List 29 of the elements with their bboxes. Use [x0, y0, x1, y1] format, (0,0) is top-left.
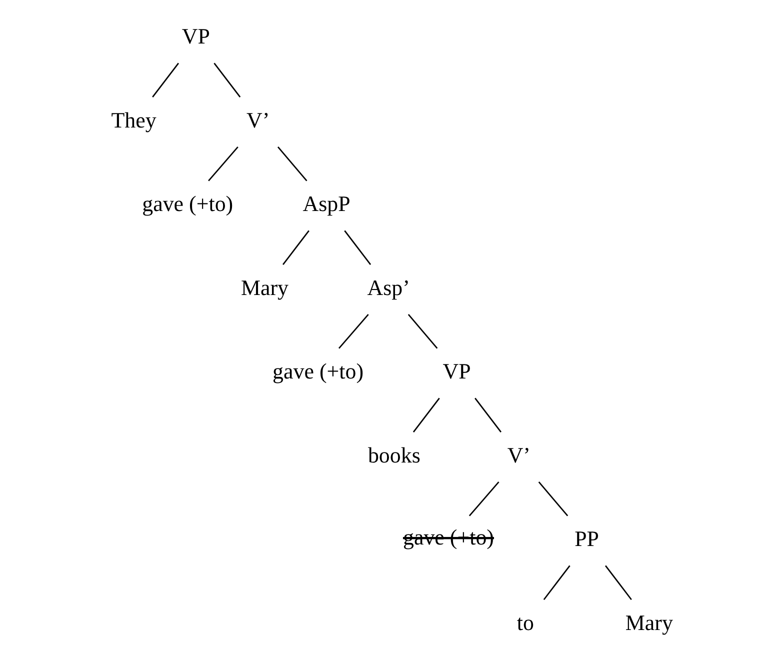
node-text: V’ — [507, 442, 531, 468]
connector — [474, 398, 502, 433]
connector — [214, 62, 241, 98]
connector — [408, 314, 438, 349]
connector — [338, 314, 369, 349]
connector — [152, 62, 180, 98]
connector — [282, 230, 310, 266]
connector — [543, 565, 570, 600]
connector — [277, 146, 308, 182]
node-text: V’ — [246, 107, 270, 132]
connector — [344, 230, 372, 266]
node-text: gave (+to) — [142, 191, 234, 216]
node-text: VP — [182, 24, 210, 49]
node-text: AspP — [302, 191, 350, 216]
node-text: VP — [442, 358, 471, 384]
connector — [468, 481, 500, 516]
node-text: Mary — [625, 610, 673, 635]
node-text: Mary — [240, 274, 289, 300]
connector — [604, 565, 632, 600]
node-text: gave (+to) — [272, 358, 364, 384]
connector — [538, 482, 568, 516]
connector — [412, 398, 440, 433]
node-text: Asp’ — [367, 274, 410, 300]
node-text: to — [516, 610, 534, 635]
node-text: books — [368, 442, 420, 468]
connector — [208, 146, 238, 182]
node-text: gave (+to) — [402, 524, 494, 550]
node-text: They — [111, 107, 156, 132]
node-text: PP — [574, 526, 600, 552]
